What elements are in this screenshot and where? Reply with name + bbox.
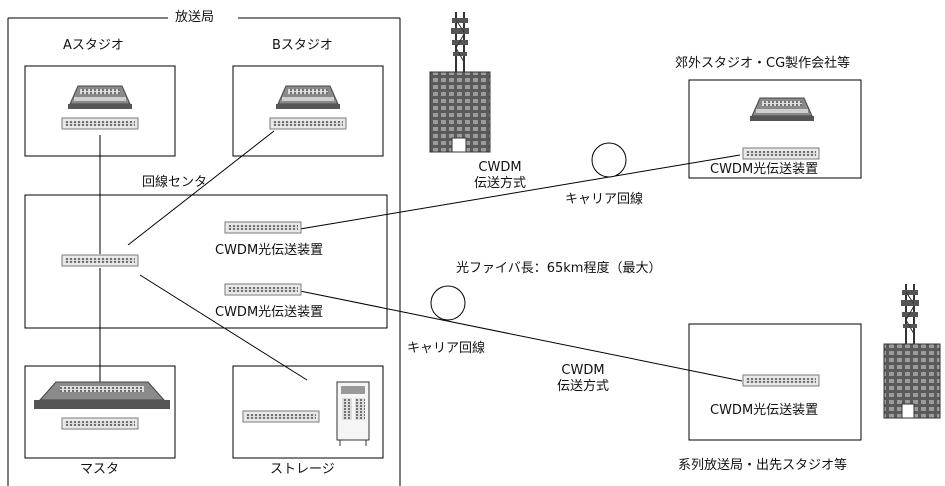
lower-method-line1: CWDM: [561, 363, 605, 378]
line-center-hub-rack-icon: [61, 254, 139, 267]
studio-b-rack-icon: [269, 117, 347, 130]
cwdm-device-2-label: CWDM光伝送装置: [215, 305, 324, 320]
connection-lines: [99, 130, 743, 382]
studio-b-label: Bスタジオ: [272, 38, 333, 53]
studio-a-console-icon: [67, 85, 133, 110]
broadcast-station-frame: [7, 17, 401, 486]
suburban-rack-icon: [742, 147, 820, 160]
storage-server-icon: [336, 381, 370, 446]
affiliate-building-icon: [883, 283, 941, 419]
upper-link-marker: [591, 142, 627, 178]
upper-method-line2: 伝送方式: [473, 176, 526, 191]
upper-carrier-label: キャリア回線: [565, 192, 644, 207]
line-center-box: [24, 194, 388, 329]
master-switcher-icon: [34, 381, 170, 409]
suburban-console-icon: [749, 97, 815, 122]
cwdm-device-1-icon: [224, 221, 302, 234]
studio-b-console-icon: [275, 85, 341, 110]
upper-method-line1: CWDM: [478, 160, 522, 175]
affiliate-device-label: CWDM光伝送装置: [710, 403, 819, 418]
master-label: マスタ: [80, 462, 120, 477]
lower-method-line2: 伝送方式: [556, 379, 609, 394]
fiber-length-note: 光ファイバ長：65km程度（最大）: [456, 261, 662, 276]
master-rack-icon: [61, 417, 139, 430]
storage-rack-icon: [242, 410, 320, 423]
lower-carrier-label: キャリア回線: [407, 341, 486, 356]
affiliate-station-label: 系列放送局・出先スタジオ等: [678, 458, 848, 473]
studio-b-box: [232, 65, 384, 157]
studio-a-rack-icon: [61, 117, 139, 130]
cwdm-device-1-label: CWDM光伝送装置: [215, 243, 324, 258]
affiliate-station-box: [688, 323, 862, 441]
suburban-studio-box: [688, 79, 862, 179]
lower-link-marker: [430, 285, 466, 321]
broadcast-station-title: 放送局: [175, 10, 215, 25]
line-center-label: 回線センタ: [142, 175, 208, 190]
cwdm-device-2-icon: [224, 283, 302, 296]
broadcast-building-icon: [429, 11, 491, 153]
suburban-studio-label: 郊外スタジオ・CG製作会社等: [675, 56, 851, 71]
affiliate-rack-icon: [742, 374, 820, 387]
studio-a-label: Aスタジオ: [63, 38, 124, 53]
storage-label: ストレージ: [270, 462, 335, 477]
suburban-device-label: CWDM光伝送装置: [710, 162, 819, 177]
storage-box: [232, 365, 384, 459]
